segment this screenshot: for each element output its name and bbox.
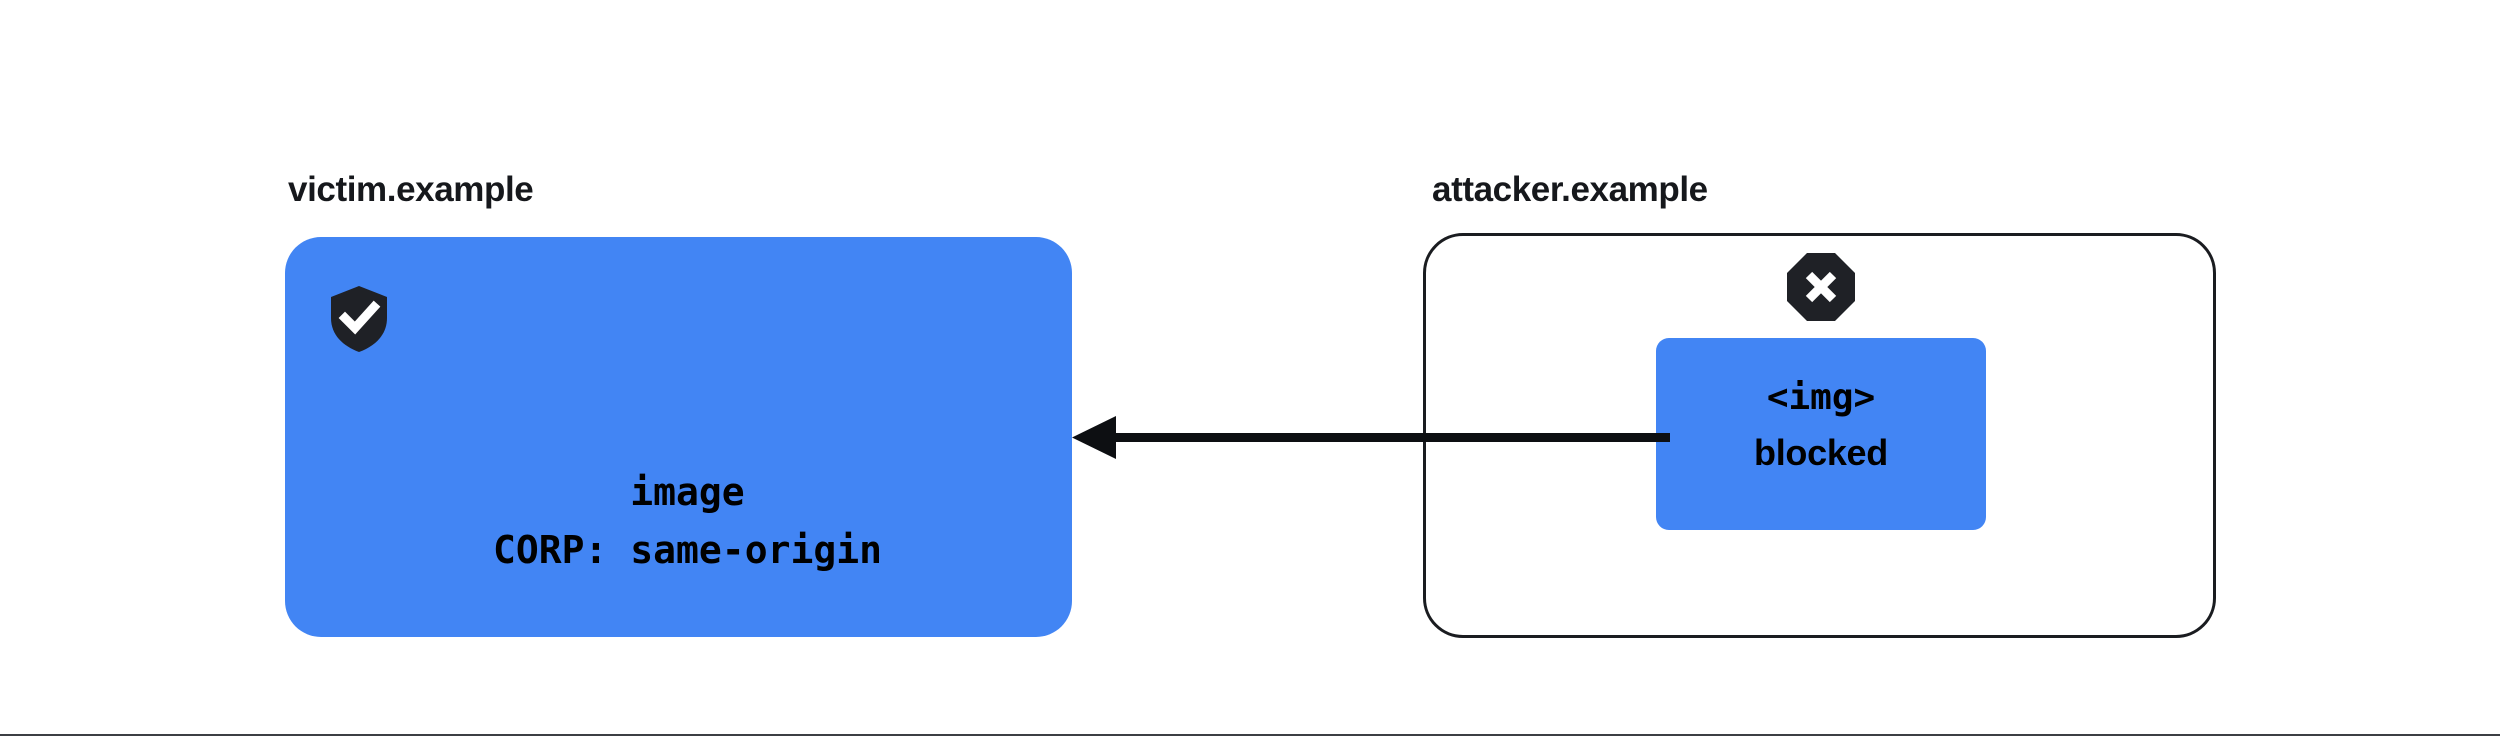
cross-origin-request-arrow — [1050, 410, 1670, 466]
victim-origin-label: victim.example — [288, 170, 534, 209]
footer-divider — [0, 734, 2500, 736]
victim-origin-panel: image CORP: same-origin — [285, 237, 1072, 637]
victim-resource-name: image — [630, 470, 745, 514]
octagon-x-icon — [1786, 252, 1856, 322]
attacker-chip-tag: <img> — [1766, 377, 1876, 418]
victim-resource-text: image CORP: same-origin — [285, 463, 1072, 579]
attacker-chip-text: <img> blocked — [1656, 370, 1986, 480]
shield-check-icon — [329, 285, 389, 353]
attacker-img-chip: <img> blocked — [1656, 338, 1986, 530]
attacker-chip-status: blocked — [1754, 432, 1888, 473]
victim-corp-header: CORP: same-origin — [493, 528, 882, 572]
attacker-origin-label: attacker.example — [1432, 170, 1708, 209]
